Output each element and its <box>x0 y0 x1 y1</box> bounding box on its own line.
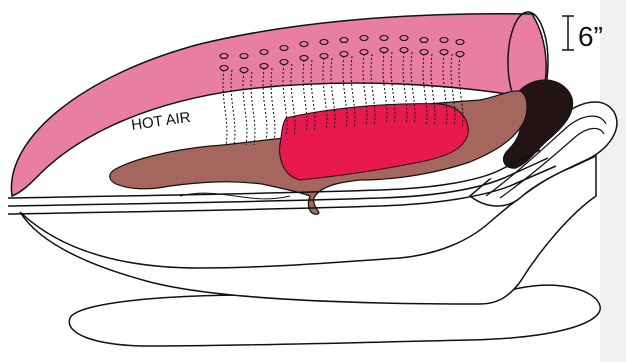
dimension-label: 6” <box>578 21 603 52</box>
height-marker-icon <box>562 16 574 50</box>
right-edge-shade <box>600 0 626 362</box>
